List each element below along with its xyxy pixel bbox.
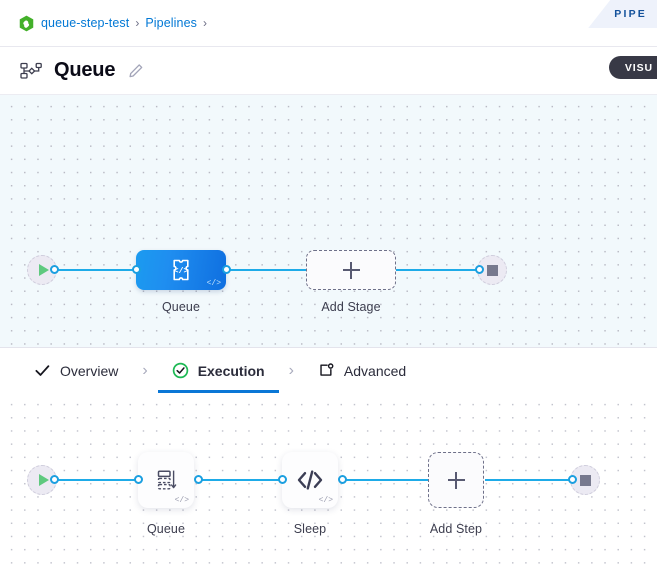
step-canvas[interactable]: </> Queue </> Sleep Add Step [0, 393, 657, 565]
tab-separator: › [288, 361, 294, 379]
port-step-start-out[interactable] [50, 475, 59, 484]
port-sleep-in[interactable] [278, 475, 287, 484]
add-stage-button[interactable] [306, 250, 396, 290]
breadcrumb-separator: › [135, 16, 140, 30]
port-step-end-in[interactable] [568, 475, 577, 484]
tab-execution[interactable]: Execution [157, 348, 279, 393]
advanced-settings-icon [320, 363, 334, 376]
edge-sleep-to-add-step [340, 479, 430, 481]
port-queue-step-in[interactable] [134, 475, 143, 484]
stop-icon [486, 264, 498, 276]
visual-mode-label: VISU [624, 61, 653, 74]
port-queue-in[interactable] [132, 265, 141, 274]
breadcrumb-item-pipelines[interactable]: Pipelines [145, 16, 197, 30]
add-step-button[interactable] [428, 452, 484, 508]
template-marker: </> [318, 496, 333, 505]
stage-node-queue-label: Queue [161, 300, 201, 314]
stage-node-queue[interactable]: </> </> [136, 250, 226, 290]
port-queue-out[interactable] [222, 265, 231, 274]
queue-icon [157, 470, 177, 490]
tab-overview-label: Overview [60, 362, 119, 379]
stop-icon [579, 474, 591, 486]
tab-advanced-label: Advanced [343, 362, 407, 379]
page-title: Queue [54, 59, 116, 81]
port-end-in[interactable] [475, 265, 484, 274]
code-icon [297, 470, 323, 490]
check-circle-icon [172, 362, 188, 379]
stage-canvas[interactable]: </> </> Queue Add Stage [0, 95, 657, 347]
play-icon [38, 264, 49, 276]
breadcrumb-separator: › [203, 16, 207, 30]
svg-text:</>: </> [173, 266, 188, 276]
plus-icon [342, 261, 360, 279]
breadcrumb-bar: queue-step-test › Pipelines › PIPE [0, 0, 657, 47]
tab-separator: › [142, 361, 148, 379]
pencil-icon[interactable] [128, 63, 144, 79]
edge-start-to-queue-step [54, 479, 138, 481]
template-code-icon: </> [173, 259, 189, 281]
template-marker: </> [206, 279, 221, 288]
step-node-sleep-label: Sleep [293, 522, 327, 536]
port-start-out[interactable] [50, 265, 59, 274]
play-icon [38, 474, 49, 486]
harness-project-icon [19, 15, 34, 31]
ribbon-label: PIPE [614, 8, 647, 20]
port-queue-step-out[interactable] [194, 475, 203, 484]
edge-queue-to-add-stage [222, 269, 308, 271]
visual-mode-badge[interactable]: VISU [608, 56, 657, 79]
tab-advanced[interactable]: Advanced [304, 348, 420, 393]
plus-icon [447, 471, 465, 489]
pipelines-ribbon: PIPE [588, 0, 657, 28]
edge-add-step-to-end [485, 479, 578, 481]
add-stage-label: Add Stage [321, 300, 381, 314]
breadcrumb-item-project[interactable]: queue-step-test [41, 16, 130, 30]
edge-start-to-queue [54, 269, 140, 271]
check-icon [35, 365, 50, 376]
port-sleep-out[interactable] [338, 475, 347, 484]
step-node-queue[interactable]: </> [138, 452, 194, 508]
pipeline-icon [20, 62, 42, 79]
template-marker: </> [174, 496, 189, 505]
edge-queue-to-sleep [196, 479, 284, 481]
tab-overview[interactable]: Overview [20, 348, 132, 393]
edge-add-stage-to-end [394, 269, 480, 271]
step-node-sleep[interactable]: </> [282, 452, 338, 508]
page-header: Queue VISU [0, 47, 657, 95]
step-tabs: Overview › Execution › Advanced [0, 347, 657, 393]
step-node-queue-label: Queue [146, 522, 186, 536]
add-step-label: Add Step [429, 522, 483, 536]
tab-execution-label: Execution [197, 362, 265, 379]
